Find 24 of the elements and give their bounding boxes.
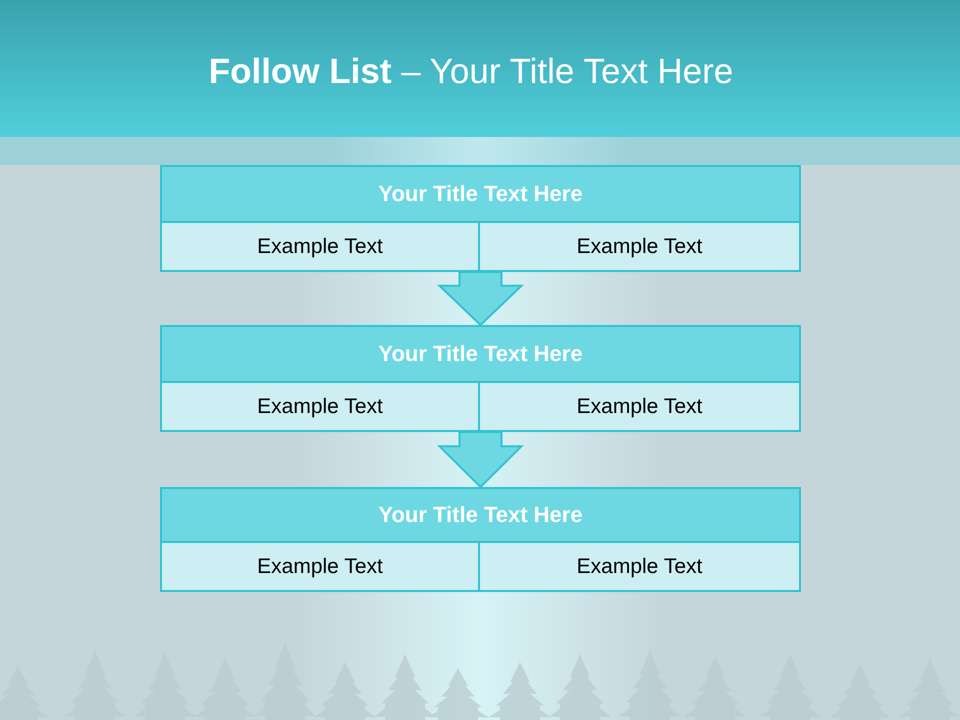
cell-text: Example Text [257,234,383,258]
cell-text: Example Text [576,234,702,258]
cell-text: Example Text [576,554,702,578]
row-heading: Your Title Text Here [378,341,583,367]
header-bar [162,327,799,383]
slide-title: Follow List – Your Title Text Here [208,52,734,92]
row-heading: Your Title Text Here [378,181,583,207]
table-cell [162,223,480,270]
table-cell [162,543,480,590]
table-frame [160,487,801,592]
table-cell [162,383,480,430]
table-cell [480,543,799,590]
table-cell [480,383,799,430]
block-arrow [437,431,524,488]
table-cell [480,223,799,270]
table-frame [160,325,801,432]
cell-text: Example Text [257,394,383,418]
cell-text: Example Text [576,394,702,418]
cell-text: Example Text [257,554,383,578]
header-bar [162,167,799,223]
header-bar [162,489,799,543]
table-frame [160,165,801,272]
block-arrow [437,271,524,326]
row-heading: Your Title Text Here [378,502,583,528]
